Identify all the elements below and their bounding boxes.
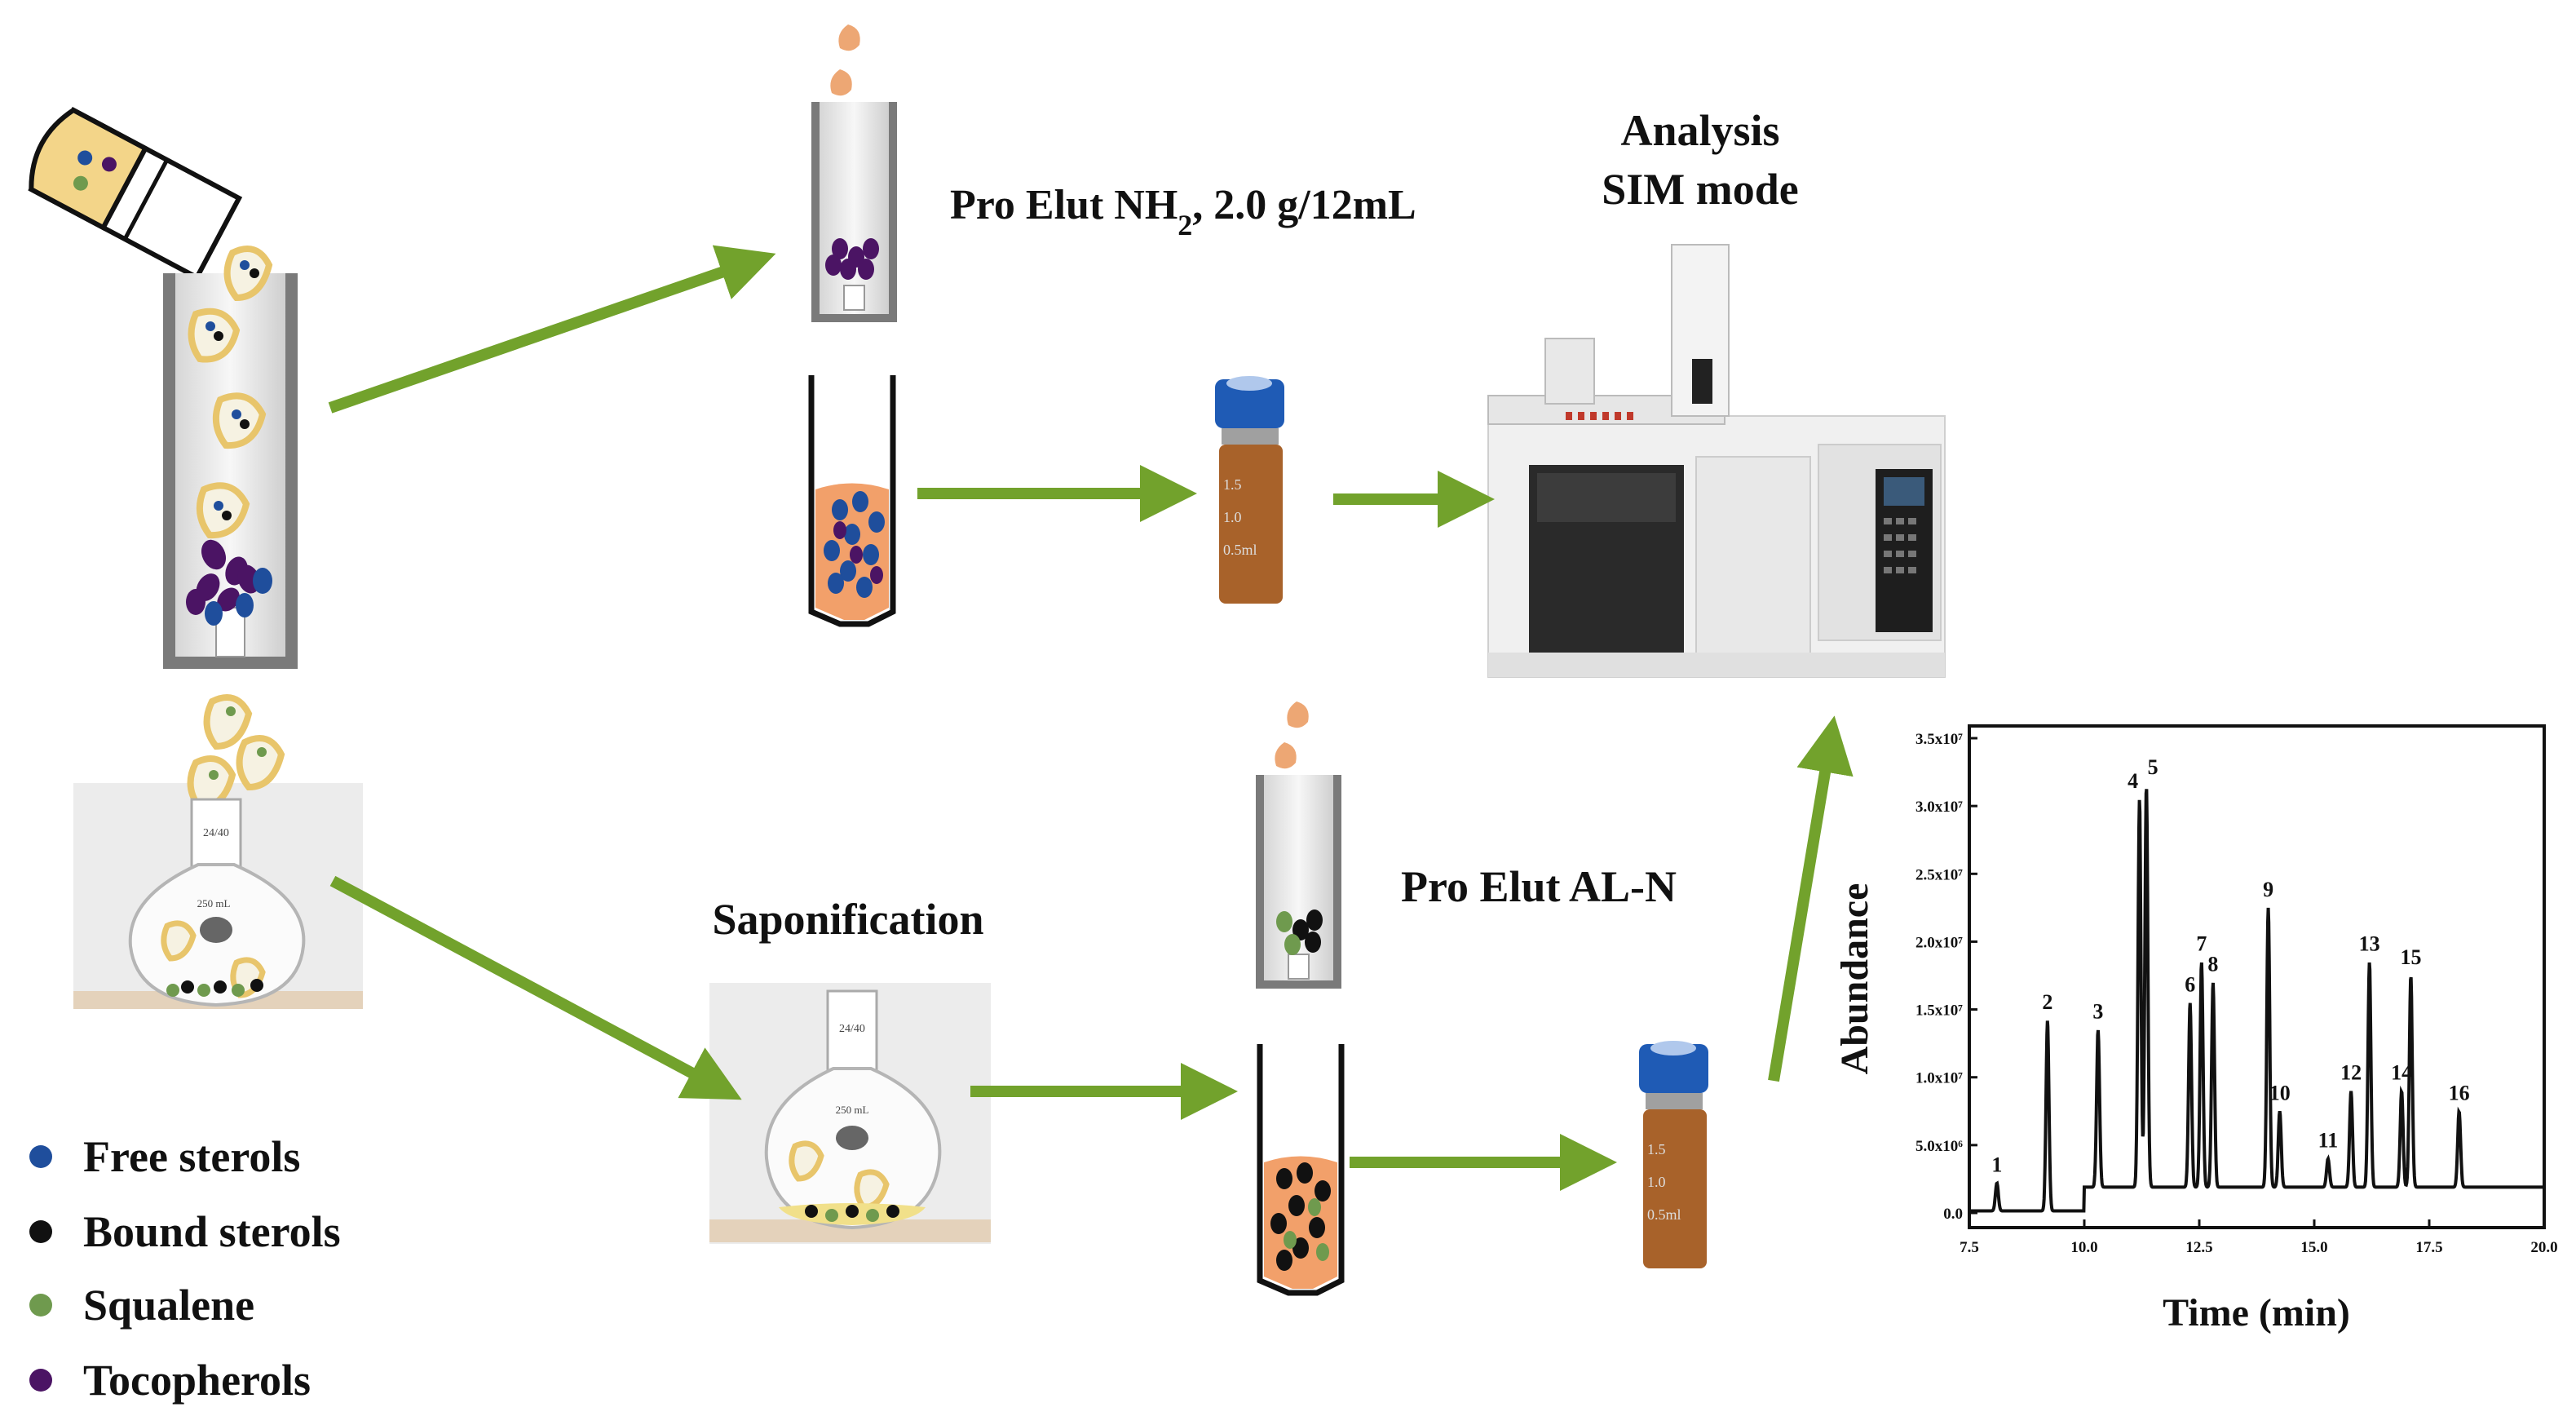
peak-label: 11	[2318, 1128, 2339, 1152]
nh2-cartridge	[811, 24, 897, 322]
peak-label: 16	[2449, 1081, 2470, 1104]
legend-item-squalene: Squalene	[29, 1281, 254, 1330]
peak-label: 3	[2092, 1000, 2103, 1024]
x-axis-title: Time (min)	[2163, 1291, 2350, 1334]
y-tick-label: 1.5x10⁷	[1915, 1002, 1963, 1020]
x-tick-label: 10.0	[2070, 1239, 2097, 1256]
arrow-flask-to-sap	[329, 875, 742, 1100]
x-axis: 7.5 10.0 12.5 15.0 17.5 20.0	[1960, 1219, 2558, 1256]
legend-swatch	[29, 1145, 52, 1168]
peak-label: 8	[2207, 952, 2218, 976]
al-n-cartridge	[1256, 701, 1341, 989]
collection-tube-bottom	[1257, 1044, 1345, 1296]
peak-label: 9	[2263, 878, 2273, 901]
y-tick-label: 3.5x10⁷	[1915, 731, 1963, 748]
y-tick-label: 1.0x10⁷	[1915, 1070, 1963, 1087]
peak-label: 4	[2128, 769, 2138, 793]
vial-mark-15: 1.5	[1223, 476, 1242, 493]
sample-bag	[28, 106, 243, 281]
x-tick-label: 12.5	[2185, 1239, 2212, 1256]
legend-swatch	[29, 1294, 52, 1317]
flask-body-label: 250 mL	[197, 897, 231, 909]
y-tick-label: 0.0	[1943, 1206, 1963, 1223]
sap-flask-neck-label: 24/40	[839, 1023, 865, 1035]
vial-mark-05b: 0.5ml	[1647, 1206, 1681, 1223]
sap-flask-body-label: 250 mL	[836, 1104, 869, 1116]
arrow-vial-to-gc-up	[1768, 715, 1854, 1082]
y-tick-label: 3.0x10⁷	[1915, 799, 1963, 816]
legend-item-bound-sterols: Bound sterols	[29, 1207, 341, 1256]
chart-frame	[1968, 724, 2546, 1229]
gc-vial-top: 1.5 1.0 0.5ml	[1215, 376, 1284, 604]
saponification-label: Saponification	[712, 895, 983, 944]
peak-label: 7	[2196, 932, 2207, 955]
peak-label: 14	[2391, 1060, 2412, 1084]
x-tick-label: 17.5	[2415, 1239, 2442, 1256]
x-tick-label: 7.5	[1960, 1239, 1979, 1256]
legend-label: Tocopherols	[83, 1356, 311, 1405]
flask-neck-label: 24/40	[203, 827, 229, 839]
vial-mark-10b: 1.0	[1647, 1174, 1666, 1190]
gc-vial-bottom: 1.5 1.0 0.5ml	[1639, 1041, 1708, 1268]
round-bottom-flask-left: 24/40 250 mL	[73, 694, 363, 1009]
peak-label: 15	[2400, 945, 2421, 969]
x-tick-label: 15.0	[2300, 1239, 2327, 1256]
legend-label: Free sterols	[83, 1132, 300, 1181]
gc-ms-instrument	[1487, 244, 1946, 678]
peak-label: 2	[2042, 990, 2052, 1014]
vial-mark-05: 0.5ml	[1223, 542, 1257, 558]
sim-mode-label: SIM mode	[1602, 165, 1799, 214]
peak-label: 13	[2359, 932, 2380, 955]
y-tick-label: 2.5x10⁷	[1915, 866, 1963, 883]
legend-item-tocopherols: Tocopherols	[29, 1356, 311, 1405]
y-tick-label: 2.0x10⁷	[1915, 934, 1963, 951]
legend-swatch	[29, 1369, 52, 1392]
nh2-cartridge-label: Pro Elut NH2, 2.0 g/12mL	[950, 182, 1416, 241]
chromatogram: 0.0 5.0x10⁶ 1.0x10⁷ 1.5x10⁷ 2.0x10⁷ 2.5x10⁷ 3.…	[1833, 724, 2558, 1334]
al-n-label: Pro Elut AL-N	[1401, 862, 1677, 911]
peak-label: 6	[2185, 972, 2195, 996]
y-axis: 0.0 5.0x10⁶ 1.0x10⁷ 1.5x10⁷ 2.0x10⁷ 2.5x10⁷ 3.…	[1915, 731, 1977, 1223]
peak-label: 1	[1991, 1153, 2002, 1176]
legend-label: Bound sterols	[83, 1207, 341, 1256]
legend-label: Squalene	[83, 1281, 254, 1330]
y-tick-label: 5.0x10⁶	[1915, 1138, 1963, 1155]
legend: Free sterols Bound sterols Squalene Toco…	[29, 1132, 341, 1405]
peak-label: 12	[2340, 1060, 2362, 1084]
extraction-cartridge	[163, 246, 298, 669]
peak-label: 10	[2269, 1081, 2291, 1104]
vial-mark-15b: 1.5	[1647, 1141, 1666, 1157]
vial-mark-10: 1.0	[1223, 509, 1242, 525]
legend-swatch	[29, 1220, 52, 1243]
series-line	[1969, 789, 2544, 1213]
y-axis-title: Abundance	[1833, 883, 1876, 1075]
peak-label: 5	[2148, 755, 2158, 779]
round-bottom-flask-saponification: 24/40 250 mL	[709, 983, 991, 1244]
collection-tube-top	[808, 375, 896, 627]
legend-item-free-sterols: Free sterols	[29, 1132, 300, 1181]
analysis-label: Analysis	[1620, 106, 1779, 155]
x-tick-label: 20.0	[2530, 1239, 2557, 1256]
arrow-cartridge-to-nh2	[328, 245, 776, 414]
